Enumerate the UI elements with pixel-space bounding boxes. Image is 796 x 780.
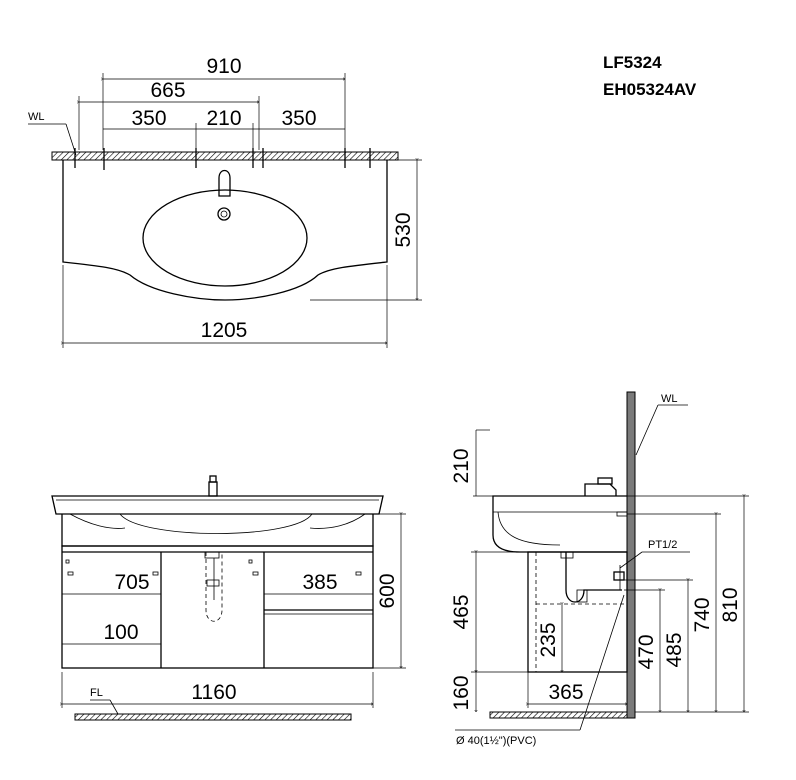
dim-910: 910	[206, 55, 241, 78]
dim-350-right: 350	[281, 107, 316, 130]
dim-470: 470	[635, 634, 658, 669]
dim-740: 740	[691, 597, 714, 632]
dim-485: 485	[663, 632, 686, 667]
top-wall-strip	[51, 151, 399, 161]
front-trap	[205, 552, 223, 622]
dim-365: 365	[548, 681, 583, 704]
front-floor-label: FL	[90, 687, 103, 699]
side-cabinet	[527, 551, 628, 673]
dim-350-left: 350	[131, 107, 166, 130]
side-wall	[626, 391, 636, 719]
front-floor-strip	[74, 713, 352, 721]
side-basin-profile	[492, 495, 627, 553]
top-drain	[217, 207, 231, 221]
front-view: 705 385 100 600 1160 FL	[51, 475, 406, 721]
front-cabinet	[61, 545, 374, 669]
side-pipe-label: Ø 40(1½")(PVC)	[456, 735, 536, 747]
side-wall-label: WL	[661, 393, 678, 405]
top-basin-outline	[62, 160, 388, 301]
dim-530: 530	[392, 212, 415, 247]
dim-385: 385	[302, 571, 337, 594]
top-bolts	[74, 148, 371, 170]
top-wall-label: WL	[28, 111, 45, 123]
top-bowl	[142, 189, 308, 287]
dim-235: 235	[537, 622, 560, 657]
front-basin-top	[51, 495, 384, 515]
dim-705: 705	[114, 571, 149, 594]
top-faucet-icon	[218, 169, 231, 197]
dim-810: 810	[719, 587, 742, 622]
dim-665: 665	[150, 79, 185, 102]
dim-160: 160	[450, 675, 473, 710]
dim-1160: 1160	[191, 681, 236, 704]
side-view: WL PT1/2 Ø 40(1½")(PVC) 210	[450, 391, 749, 747]
front-bowl	[119, 513, 313, 534]
dim-side-210: 210	[450, 448, 473, 483]
top-view: 910 665 350 210 350 WL 530 1205	[28, 55, 422, 348]
side-pt-label: PT1/2	[648, 539, 677, 551]
dim-465: 465	[450, 594, 473, 629]
side-faucet-icon	[584, 483, 617, 496]
dim-1205: 1205	[201, 319, 248, 342]
dim-100: 100	[103, 621, 138, 644]
dim-210: 210	[206, 107, 241, 130]
model-code-2: EH05324AV	[603, 80, 697, 99]
side-floor-strip	[489, 711, 628, 719]
side-valve	[613, 571, 625, 581]
model-code-1: LF5324	[603, 53, 662, 72]
dim-600: 600	[376, 573, 399, 608]
front-faucet-icon	[208, 481, 218, 497]
